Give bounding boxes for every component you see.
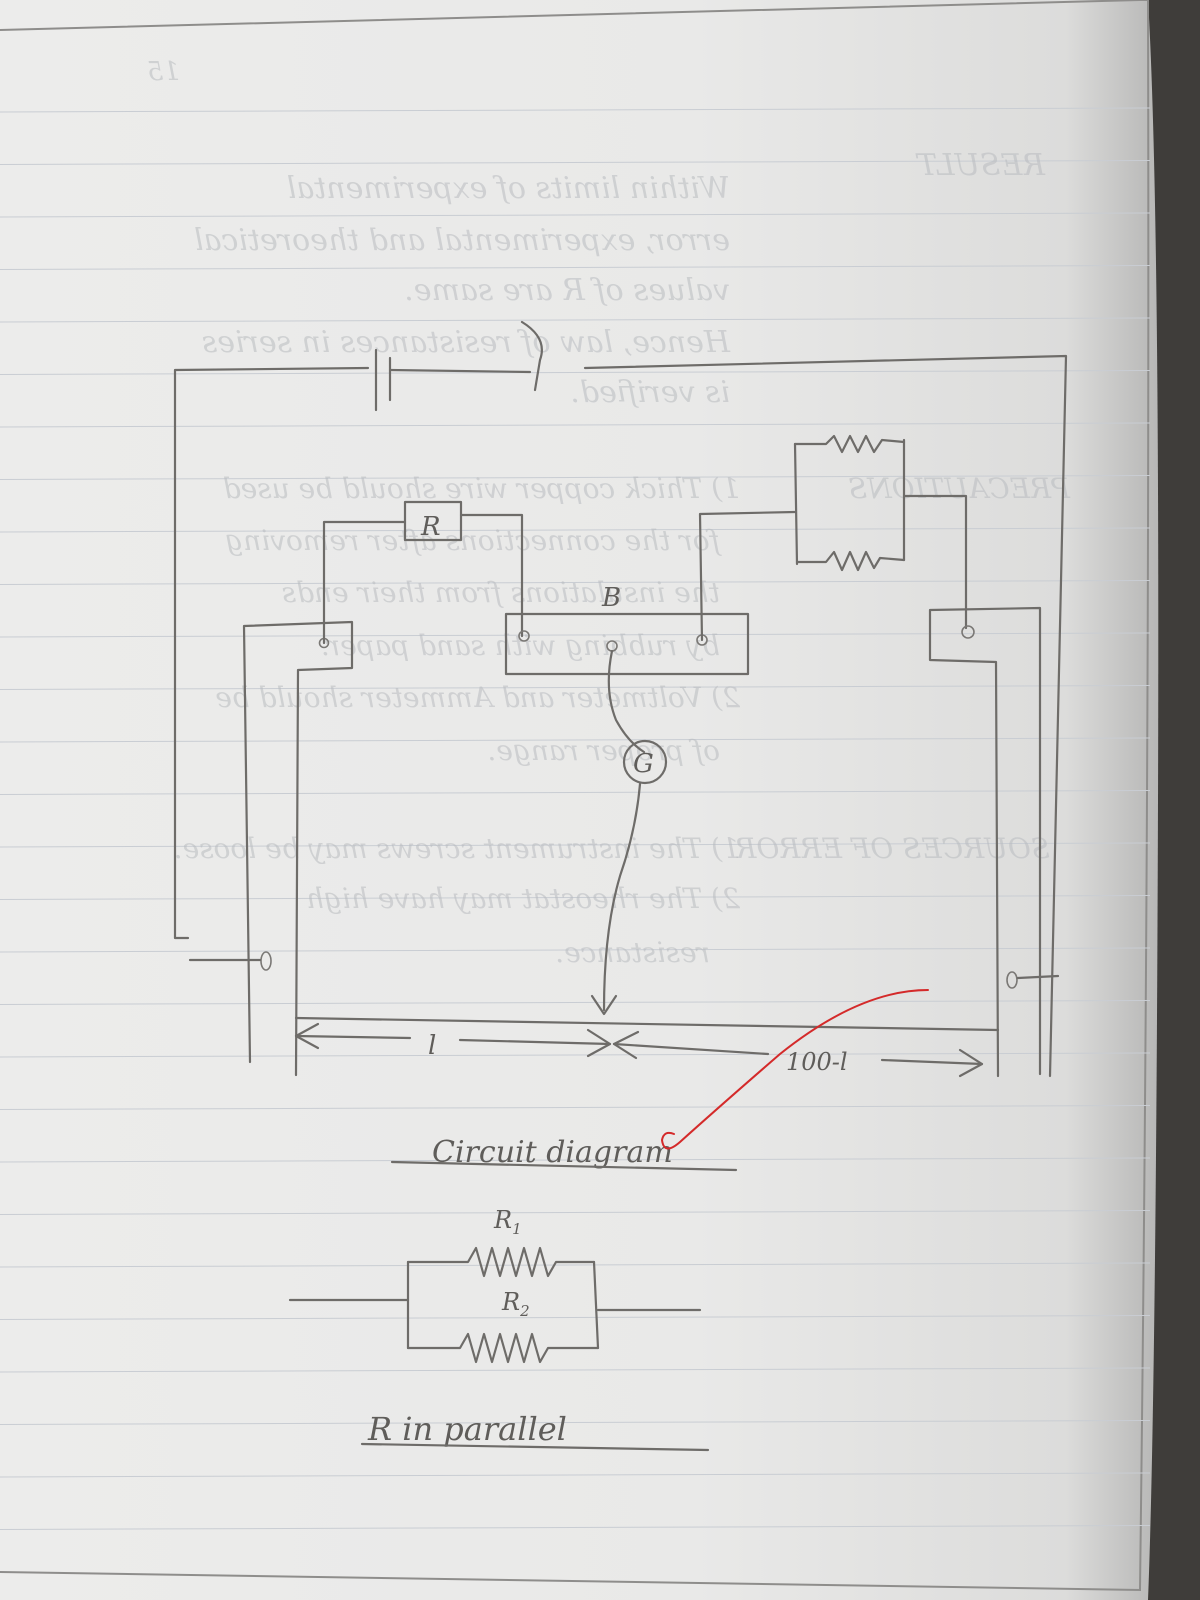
ruled-line — [0, 1157, 1151, 1163]
galvanometer-label: G — [633, 749, 654, 779]
r1-label: R1 — [493, 1206, 522, 1238]
jockey-arrow-head — [590, 994, 618, 1016]
ruled-line — [0, 1472, 1151, 1478]
wire-left-outer — [173, 366, 370, 940]
ruled-line — [0, 1000, 1151, 1005]
red-check-mark-icon — [660, 989, 929, 1150]
wire-parallel-right — [902, 494, 968, 630]
ruled-line — [0, 685, 1151, 690]
ruled-line — [0, 1525, 1151, 1530]
ruled-line — [0, 160, 1151, 165]
parallel-bottom-resistor-icon — [795, 550, 906, 572]
length-l-dimension: l — [294, 1022, 612, 1061]
right-terminal-icon — [1006, 971, 1018, 989]
resistor-r-box — [403, 500, 463, 542]
ghost-heading-sources: SOURCES OF ERROR — [735, 832, 1050, 865]
ruled-line — [0, 790, 1151, 795]
right-gap-terminal-icon — [961, 625, 975, 639]
ghost-line-1: Within limits of experimental — [287, 171, 730, 206]
ghost-line-4: Hence, law of resistances in series — [202, 325, 731, 360]
jockey-wire — [602, 782, 642, 1012]
ghost-line-5: is verified. — [570, 375, 730, 410]
ruled-line — [0, 1367, 1151, 1373]
length-100-l-label: 100-l — [786, 1048, 848, 1076]
parallel-rail-right — [592, 1260, 600, 1350]
parallel-left-rail — [793, 442, 799, 566]
ruled-line — [0, 737, 1151, 743]
ruled-line — [0, 317, 1151, 323]
ruled-line — [0, 107, 1151, 113]
ghost-source-1: 1) The instrument screws may be loose. — [174, 832, 740, 865]
resistor-r1-icon — [406, 1246, 596, 1278]
resistor-r2-icon — [406, 1332, 600, 1364]
ruled-line — [0, 1262, 1151, 1268]
ghost-page-number: 15 — [147, 57, 180, 87]
ruled-line — [0, 265, 1151, 270]
ruled-lines — [0, 107, 1151, 1530]
circuit-caption-underline — [390, 1160, 738, 1172]
meter-bridge-wire — [294, 1016, 1000, 1032]
wire-parallel-left — [698, 510, 797, 642]
parallel-caption: R in parallel — [367, 1410, 567, 1448]
ruled-line — [0, 212, 1151, 218]
ruled-line — [0, 632, 1151, 638]
ruled-line — [0, 475, 1151, 480]
ghost-source-2: 2) The rheostat may have high — [306, 882, 741, 915]
paper-sheet — [0, 0, 1159, 1600]
parallel-caption-underline — [360, 1442, 710, 1452]
ghost-precaution-3: the insulations from their ends — [282, 576, 720, 609]
terminal-b1-icon — [518, 630, 530, 642]
resistor-r-label: R — [420, 512, 441, 542]
ghost-line-3: values of R are same. — [404, 273, 730, 308]
ruled-line — [0, 1210, 1151, 1215]
length-l-label: l — [428, 1031, 436, 1061]
galvanometer-icon — [622, 739, 668, 785]
ghost-precaution-5: 2) Voltmeter and Ammeter should be — [215, 681, 741, 714]
parallel-diagram: R1 R2 R in parallel — [288, 1206, 710, 1452]
ruled-line — [0, 422, 1151, 428]
right-end-strip — [928, 606, 1042, 1078]
ghost-heading-precautions: PRECAUTIONS — [848, 472, 1071, 505]
wire-r-right — [459, 513, 524, 638]
wire-right-outer — [583, 354, 1068, 1078]
r2-label: R2 — [501, 1288, 530, 1320]
ghost-precaution-4: by rubbing with sand paper. — [321, 629, 720, 662]
ruled-line — [0, 1052, 1151, 1058]
bleed-through-text: 15 RESULT Within limits of experimental … — [147, 57, 1071, 969]
wire-to-right-terminal — [1016, 974, 1060, 980]
left-terminal-icon — [260, 951, 272, 971]
length-100-l-dimension: 100-l — [612, 1030, 984, 1078]
ruled-line — [0, 1420, 1151, 1425]
ruled-line — [0, 370, 1151, 375]
page-edge — [0, 0, 1150, 1592]
ghost-heading-result: RESULT — [915, 148, 1046, 183]
node-b-label: B — [601, 583, 621, 613]
ghost-source-3: resistance. — [555, 936, 710, 969]
ruled-line — [0, 1315, 1151, 1320]
cell-icon — [374, 348, 392, 412]
ruled-line — [0, 580, 1151, 585]
wire-top-middle — [388, 368, 532, 374]
ruled-line — [0, 842, 1151, 848]
wire-r-left — [322, 520, 407, 645]
circuit-diagram: R B G l — [173, 320, 1068, 1172]
left-end-strip — [242, 620, 354, 1077]
ghost-precaution-1: 1) Thick copper wire should be used — [223, 472, 740, 505]
ghost-precaution-2: for the connections after removing — [225, 524, 722, 557]
ghost-line-2: error, experimental and theoretical — [194, 223, 730, 258]
ruled-line — [0, 1105, 1151, 1110]
ghost-precaution-6: of proper range. — [487, 734, 720, 767]
parallel-top-resistor-icon — [793, 434, 906, 454]
ruled-line — [0, 527, 1151, 533]
middle-strip-b — [504, 612, 750, 676]
key-switch-icon — [520, 320, 543, 392]
ruled-line — [0, 947, 1151, 953]
ruled-line — [0, 895, 1151, 900]
